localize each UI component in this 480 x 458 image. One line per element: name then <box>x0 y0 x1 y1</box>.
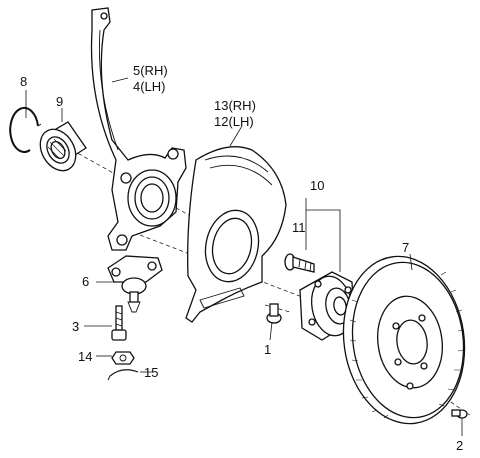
label-part-3: 3 <box>72 319 79 334</box>
label-part-9: 9 <box>56 94 63 109</box>
label-part-10: 10 <box>310 178 324 193</box>
dust-cover <box>185 146 287 323</box>
label-part-15: 15 <box>144 365 158 380</box>
label-part-6: 6 <box>82 274 89 289</box>
label-part-4: 4(LH) <box>133 79 166 94</box>
label-part-13: 13(RH) <box>214 98 256 113</box>
label-part-14: 14 <box>78 349 92 364</box>
label-part-1: 1 <box>264 342 271 357</box>
nut-14 <box>111 351 135 365</box>
screw-2 <box>451 409 468 419</box>
wheel-hub <box>299 271 355 341</box>
label-part-8: 8 <box>20 74 27 89</box>
label-part-7: 7 <box>402 240 409 255</box>
screw-1 <box>266 303 282 324</box>
wheel-bearing <box>39 121 87 172</box>
label-part-11: 11 <box>292 220 306 235</box>
cotter-pin-15 <box>107 369 139 381</box>
ball-joint <box>107 255 163 313</box>
leader-lines <box>25 77 463 436</box>
label-part-2: 2 <box>456 438 463 453</box>
steering-knuckle <box>90 7 187 251</box>
snap-ring <box>9 106 42 153</box>
brake-disc <box>342 255 466 425</box>
label-part-5: 5(RH) <box>133 63 168 78</box>
bolt-3 <box>111 305 127 341</box>
hub-bolt-11 <box>284 253 315 273</box>
label-part-12: 12(LH) <box>214 114 254 129</box>
